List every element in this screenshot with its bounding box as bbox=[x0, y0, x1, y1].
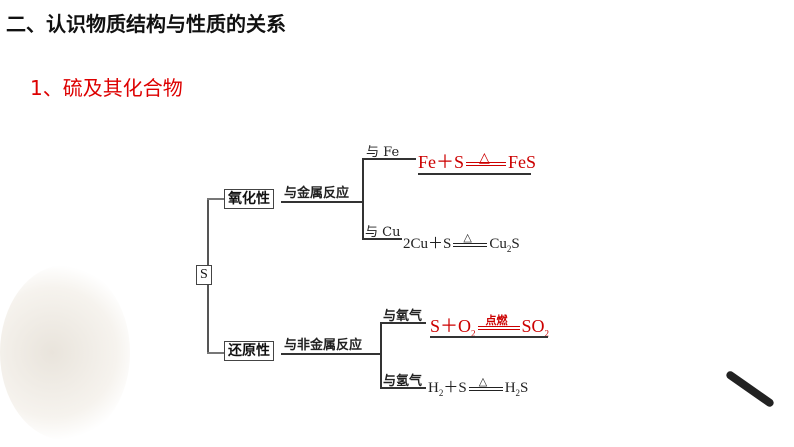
metal-reaction-line bbox=[281, 201, 363, 203]
h2-equation: H2＋S△H2S bbox=[428, 375, 529, 398]
o2-branch-line bbox=[380, 322, 426, 324]
cu-label: 与 Cu bbox=[365, 225, 401, 240]
nonmetal-reaction-label: 与非金属反应 bbox=[284, 338, 363, 353]
oxidizing-connector bbox=[207, 198, 225, 200]
brush-decoration bbox=[724, 369, 776, 409]
section-title: 二、认识物质结构与性质的关系 bbox=[6, 12, 286, 36]
fe-underline bbox=[418, 173, 531, 175]
o2-underline bbox=[430, 336, 548, 338]
metal-branch-line bbox=[362, 158, 364, 239]
h2-label: 与氢气 bbox=[383, 374, 423, 389]
flower-decoration bbox=[0, 265, 130, 440]
metal-reaction-label: 与金属反应 bbox=[284, 186, 350, 201]
h2-branch-line bbox=[380, 387, 426, 389]
reducing-connector bbox=[207, 352, 225, 354]
fe-label: 与 Fe bbox=[366, 145, 400, 160]
cu-branch-line bbox=[362, 238, 402, 240]
reducing-box: 还原性 bbox=[224, 341, 274, 361]
root-box: S bbox=[196, 265, 212, 285]
o2-label: 与氧气 bbox=[383, 309, 423, 324]
fe-branch-line bbox=[362, 158, 416, 160]
subsection-title: 1、硫及其化合物 bbox=[30, 76, 183, 100]
nonmetal-reaction-line bbox=[281, 353, 381, 355]
nonmetal-branch-line bbox=[380, 322, 382, 388]
fe-equation: Fe＋S△FeS bbox=[418, 150, 537, 172]
cu-equation: 2Cu＋S△Cu2S bbox=[403, 231, 520, 254]
oxidizing-box: 氧化性 bbox=[224, 189, 274, 209]
